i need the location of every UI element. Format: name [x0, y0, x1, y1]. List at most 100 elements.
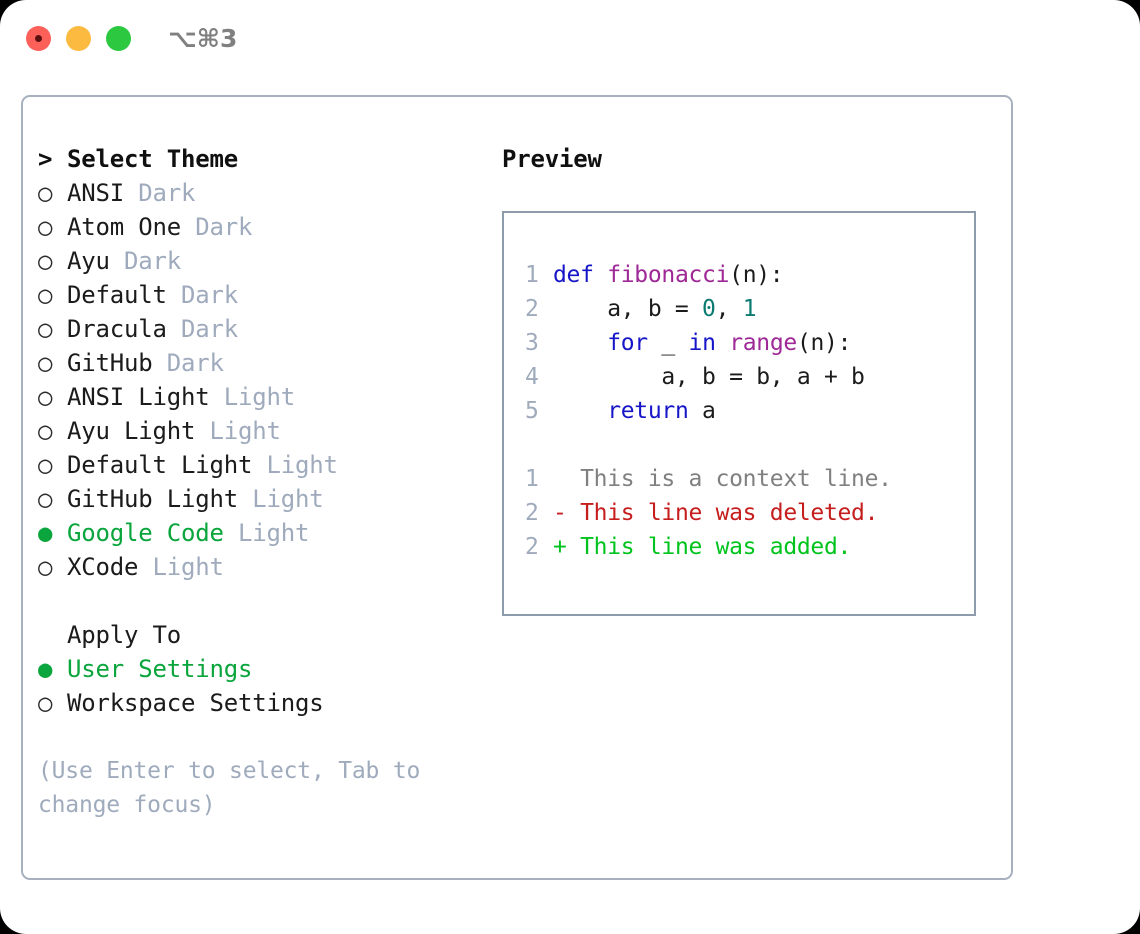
apply-to-heading-label: Apply To [67, 621, 181, 649]
theme-option-ansi[interactable]: ○ANSI Dark [38, 176, 508, 210]
theme-option-badge: Light [152, 553, 224, 581]
traffic-lights [26, 26, 131, 51]
theme-option-label: XCode [67, 553, 139, 581]
radio-unselected-icon: ○ [38, 247, 53, 275]
code-token-kw: for [607, 330, 648, 356]
theme-option-default-light[interactable]: ○Default Light Light [38, 448, 508, 482]
theme-option-badge: Dark [181, 281, 238, 309]
theme-option-ansi-light[interactable]: ○ ANSI Light Light [38, 380, 508, 414]
keyboard-hint-line-1: (Use Enter to select, Tab to [38, 758, 421, 784]
apply-to-heading: Apply To [38, 618, 508, 652]
label-badge-separator [195, 417, 209, 445]
theme-option-atom-one[interactable]: ○Atom One Dark [38, 210, 508, 244]
theme-option-google-code[interactable]: ●Google Code Light [38, 516, 508, 550]
theme-option-label: ANSI [67, 179, 124, 207]
code-token-txt [553, 330, 607, 356]
diff-line-number: 2 [525, 534, 539, 560]
list-spacer [38, 584, 508, 618]
radio-selected-icon: ● [38, 519, 53, 547]
code-token-txt [553, 398, 607, 424]
theme-option-github[interactable]: ○GitHub Dark [38, 346, 508, 380]
label-badge-separator [153, 349, 167, 377]
diff-marker: + [553, 534, 567, 560]
label-badge-separator [210, 383, 224, 411]
diff-text: This line was added. [566, 534, 852, 560]
code-line: 5 return a [504, 394, 974, 428]
radio-unselected-icon: ○ [38, 553, 53, 581]
code-token-kw: in [688, 330, 716, 356]
diff-line-ctx: 1 This is a context line. [504, 462, 974, 496]
diff-line-number: 1 [525, 466, 539, 492]
theme-option-badge: Light [252, 485, 324, 513]
code-token-txt: a [688, 398, 716, 424]
theme-option-label: Ayu Light [67, 417, 196, 445]
preview-heading: Preview [502, 145, 602, 173]
label-badge-separator [252, 451, 266, 479]
diff-snippet: 1 This is a context line.2- This line wa… [504, 462, 974, 564]
radio-unselected-icon: ○ [38, 383, 53, 411]
label-badge-separator [167, 281, 181, 309]
theme-option-label: Ayu [67, 247, 110, 275]
maximize-button[interactable] [106, 26, 131, 51]
close-button[interactable] [26, 26, 51, 51]
theme-option-github-light[interactable]: ○ GitHub Light Light [38, 482, 508, 516]
keyboard-shortcut-label: ⌥⌘3 [168, 24, 238, 53]
apply-to-option-workspace-settings[interactable]: ○Workspace Settings [38, 686, 508, 720]
theme-option-ayu-light[interactable]: ○Ayu Light Light [38, 414, 508, 448]
label-badge-separator [238, 485, 252, 513]
code-diff-gap [504, 428, 974, 462]
code-token-txt: , [715, 296, 743, 322]
line-number: 2 [525, 296, 539, 322]
theme-option-badge: Dark [124, 247, 181, 275]
theme-option-badge: Dark [195, 213, 253, 241]
minimize-button[interactable] [66, 26, 91, 51]
radio-unselected-icon: ○ [38, 689, 53, 717]
diff-line-add: 2 + This line was added. [504, 530, 974, 564]
code-token-txt: _ [647, 330, 689, 356]
theme-option-dracula[interactable]: ○Dracula Dark [38, 312, 508, 346]
code-token-num: 0 [702, 296, 716, 322]
theme-option-badge: Dark [138, 179, 196, 207]
radio-unselected-icon: ○ [38, 485, 53, 513]
code-token-txt: (n): [796, 330, 852, 356]
theme-option-label: Dracula [67, 315, 167, 343]
label-badge-separator [138, 553, 152, 581]
line-number: 1 [525, 262, 539, 288]
apply-to-option-label: User Settings [67, 655, 253, 683]
theme-option-label: GitHub [67, 349, 153, 377]
code-token-kw: return [607, 398, 689, 424]
diff-marker: - [553, 500, 567, 526]
radio-unselected-icon: ○ [38, 213, 53, 241]
line-number: 5 [525, 398, 539, 424]
hint-spacer [38, 720, 508, 754]
theme-option-ayu[interactable]: ○ Ayu Dark [38, 244, 508, 278]
code-token-txt: (n): [729, 262, 784, 288]
theme-selector-panel: >Select Theme ○ANSI Dark○Atom One Dark○A… [21, 95, 1013, 880]
theme-option-xcode[interactable]: ○ XCode Light [38, 550, 508, 584]
theme-option-badge: Light [223, 383, 295, 411]
theme-option-label: ANSI Light [67, 383, 210, 411]
theme-option-label: GitHub Light [67, 485, 238, 513]
radio-unselected-icon: ○ [38, 349, 53, 377]
theme-option-label: Google Code [67, 519, 224, 547]
theme-list: ○ANSI Dark○Atom One Dark○Ayu Dark○Defaul… [38, 176, 508, 584]
diff-line-number: 2 [525, 500, 539, 526]
theme-option-badge: Dark [181, 315, 238, 343]
radio-unselected-icon: ○ [38, 451, 53, 479]
radio-selected-icon: ● [38, 655, 53, 683]
diff-line-del: 2- This line was deleted. [504, 496, 974, 530]
theme-option-default[interactable]: ○ Default Dark [38, 278, 508, 312]
caret-icon: > [38, 145, 53, 173]
diff-text: This is a context line. [566, 466, 892, 492]
select-theme-heading-label: Select Theme [67, 145, 238, 173]
code-token-num: 1 [742, 296, 757, 322]
left-column: >Select Theme ○ANSI Dark○Atom One Dark○A… [38, 142, 508, 822]
theme-option-label: Default [67, 281, 167, 309]
keyboard-hint: (Use Enter to select, Tab to change focu… [38, 754, 468, 822]
line-number: 3 [525, 330, 539, 356]
apply-to-option-user-settings[interactable]: ● User Settings [38, 652, 508, 686]
theme-option-label: Default Light [67, 451, 253, 479]
radio-unselected-icon: ○ [38, 281, 53, 309]
